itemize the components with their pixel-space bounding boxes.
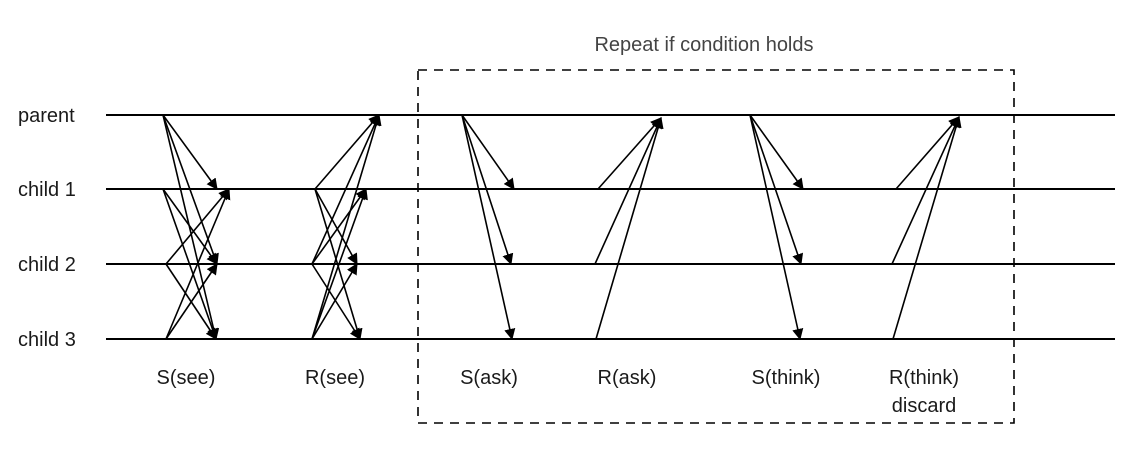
arrow-r-ask-child2-to-parent: [594, 116, 662, 265]
arrow-s-think-parent-to-child2: [749, 114, 804, 266]
phase-label-s-think: S(think): [752, 367, 821, 389]
repeat-region-box: [417, 69, 1015, 424]
lane-label-child3: child 3: [18, 329, 76, 351]
arrow-s-think-parent-to-child3: [749, 114, 804, 341]
arrow-s-ask-parent-to-child1: [461, 114, 515, 190]
arrow-s-see-parent-to-child1: [162, 114, 218, 190]
arrow-r-see-child3-to-child1: [311, 187, 368, 340]
phase-label-s-ask: S(ask): [460, 367, 518, 389]
message-arrows: [162, 113, 962, 341]
lane-label-child1: child 1: [18, 179, 76, 201]
arrow-r-see-child2-to-parent: [311, 113, 380, 265]
arrow-s-ask-parent-to-child2: [461, 114, 514, 266]
repeat-region-label: Repeat if condition holds: [594, 34, 813, 56]
phase-sublabel-r-think: discard: [892, 395, 956, 417]
lane-label-child2: child 2: [18, 254, 76, 276]
arrow-r-ask-child3-to-parent: [595, 116, 664, 340]
arrow-r-see-child1-to-child3: [314, 188, 363, 341]
arrow-r-think-child1-to-parent: [895, 116, 960, 190]
arrow-s-ask-parent-to-child3: [461, 114, 516, 341]
arrow-r-think-child2-to-parent: [891, 115, 960, 265]
arrow-s-think-parent-to-child1: [749, 114, 804, 190]
arrow-r-ask-child1-to-parent: [597, 117, 662, 190]
phase-label-r-ask: R(ask): [598, 367, 657, 389]
phase-label-r-see: R(see): [305, 367, 365, 389]
arrow-s-see-child2-to-child1: [165, 188, 230, 265]
arrow-r-see-child3-to-child2: [311, 263, 358, 340]
phase-label-s-see: S(see): [157, 367, 216, 389]
arrow-s-see-child1-to-child2: [162, 188, 218, 265]
arrow-r-see-child3-to-parent: [311, 113, 382, 340]
arrow-s-see-child1-to-child3: [162, 188, 218, 341]
arrow-s-see-child3-to-child1: [165, 187, 231, 340]
lane-label-parent: parent: [18, 105, 75, 127]
arrow-r-think-child3-to-parent: [892, 115, 962, 340]
arrow-r-see-child1-to-parent: [314, 114, 380, 190]
arrow-r-see-child1-to-child2: [314, 188, 358, 265]
arrow-s-see-child3-to-child2: [165, 263, 218, 340]
arrow-r-see-child2-to-child3: [311, 263, 361, 340]
arrow-r-see-child2-to-child1: [311, 188, 367, 265]
phase-label-r-think: R(think): [889, 367, 959, 389]
